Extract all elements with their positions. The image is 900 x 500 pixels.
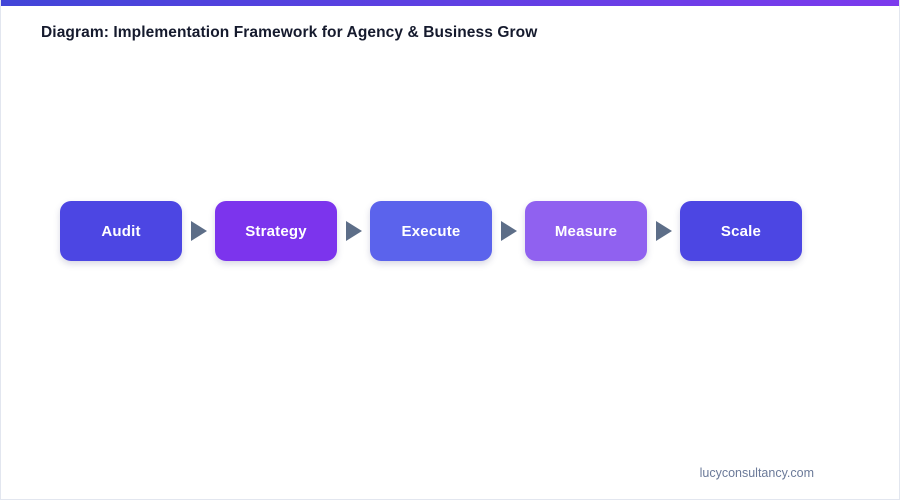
flow-connector-2 bbox=[337, 201, 370, 261]
arrow-right-icon bbox=[345, 221, 362, 241]
flow-step-measure[interactable]: Measure bbox=[525, 201, 647, 261]
flow-step-label: Scale bbox=[720, 222, 762, 240]
page-title: Diagram: Implementation Framework for Ag… bbox=[41, 24, 538, 41]
flow-step-scale[interactable]: Scale bbox=[680, 201, 802, 261]
top-accent-bar bbox=[1, 0, 899, 6]
flow-step-label: Audit bbox=[101, 222, 141, 240]
flow-step-audit[interactable]: Audit bbox=[60, 201, 182, 261]
arrow-right-icon bbox=[655, 221, 672, 241]
flow-step-label: Execute bbox=[401, 222, 461, 240]
flow-step-execute[interactable]: Execute bbox=[370, 201, 492, 261]
flow-connector-3 bbox=[492, 201, 525, 261]
process-flow-diagram: Audit Strategy Execute Measure Scale bbox=[60, 201, 802, 261]
flow-step-label: Strategy bbox=[245, 222, 307, 240]
flow-connector-1 bbox=[182, 201, 215, 261]
footer-url: lucyconsultancy.com bbox=[699, 466, 814, 480]
flow-step-label: Measure bbox=[554, 222, 618, 240]
flow-connector-4 bbox=[647, 201, 680, 261]
arrow-right-icon bbox=[500, 221, 517, 241]
flow-step-strategy[interactable]: Strategy bbox=[215, 201, 337, 261]
arrow-right-icon bbox=[190, 221, 207, 241]
